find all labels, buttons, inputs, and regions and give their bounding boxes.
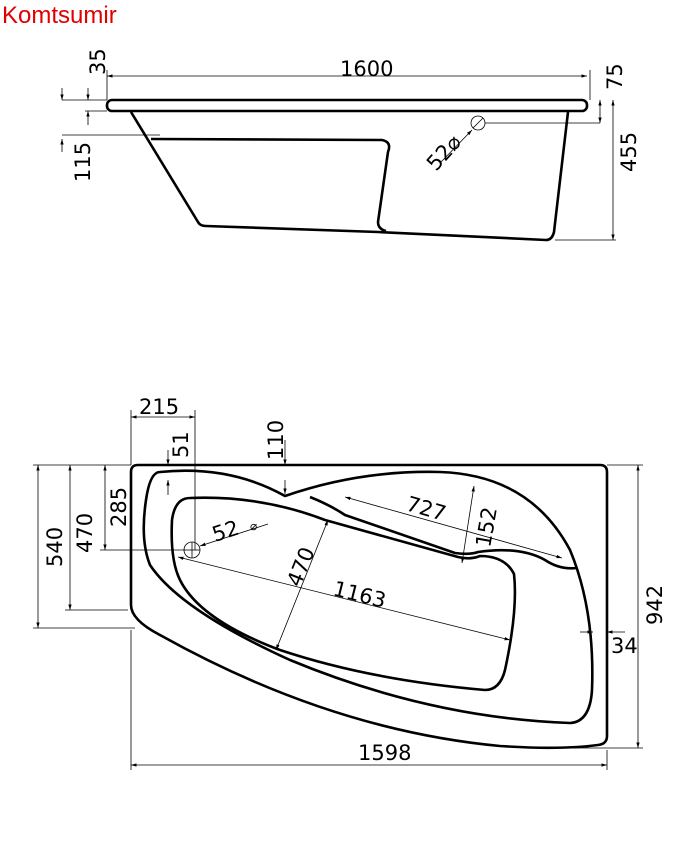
dim-total-length: 1598: [358, 741, 411, 765]
dim-drain-y: 285: [107, 487, 131, 527]
dim-step: 115: [71, 142, 95, 182]
tub-body: [129, 111, 570, 242]
top-view: ⌀ 52 215 51 110 285 470 540 942 34: [33, 395, 667, 770]
dim-shelf-length: 727: [404, 492, 449, 526]
side-view: 1600 35 115 75 455 52⌀: [60, 48, 641, 242]
inner-step: [150, 137, 391, 233]
dim-basin-left: 470: [73, 513, 97, 553]
rim-inner-edge: [142, 469, 594, 725]
dim-basin-length: 1163: [331, 577, 389, 613]
dim-shelf-offset: 110: [264, 420, 288, 460]
dim-drain-x: 215: [139, 395, 179, 419]
dim-height: 455: [617, 132, 641, 172]
dim-shelf-width: 152: [471, 505, 502, 549]
dim-drain-inner: 51: [169, 431, 193, 458]
dim-length: 1600: [340, 57, 393, 81]
tub-outline: [129, 463, 609, 750]
dim-drain: 52⌀: [422, 130, 466, 175]
dim-drain-top: 52: [209, 516, 242, 547]
dim-rim-right: 75: [603, 63, 627, 90]
brand-logo: Komtsumir: [2, 2, 117, 29]
dim-rim: 35: [86, 48, 110, 75]
svg-text:⌀: ⌀: [250, 519, 257, 533]
dim-rim-right-top: 34: [611, 634, 638, 658]
dim-total-width: 942: [643, 585, 667, 625]
rim: [105, 98, 589, 113]
dim-basin-width: 470: [282, 544, 319, 590]
dim-left-height: 540: [43, 527, 67, 567]
